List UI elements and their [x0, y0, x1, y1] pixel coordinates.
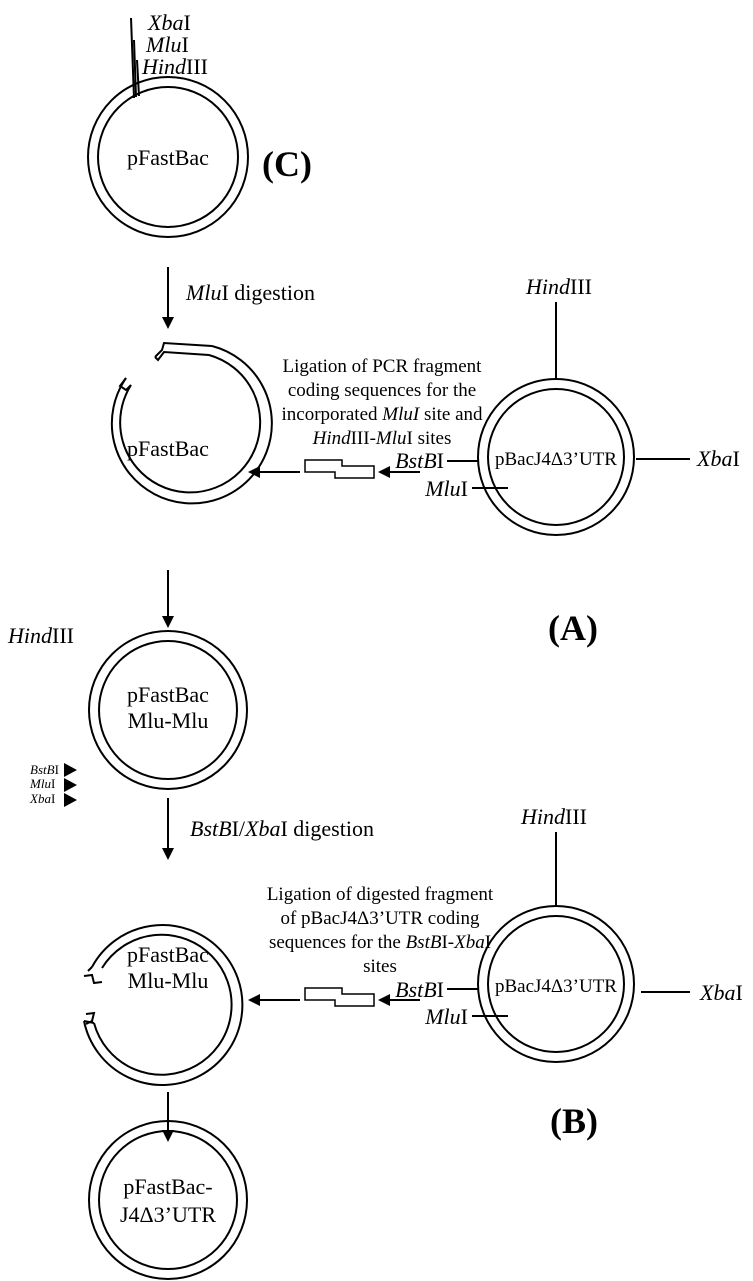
ligation-1-line4: HindIII-MluI sites [312, 428, 452, 449]
final-plasmid-label-line1: pFastBac- [123, 1174, 212, 1199]
ligation-2-line2: of pBacJ4Δ3’UTR coding [280, 908, 480, 929]
xbai-site-line [130, 17, 135, 99]
intermediate-mlui: MluI [29, 776, 55, 791]
opened-plasmid-1: pFastBac [110, 341, 273, 505]
donor-b-mlui: MluI [424, 1004, 468, 1029]
mlui-site-line [133, 39, 137, 98]
digested-fragment-2 [248, 987, 420, 1007]
donor-b-xbai: XbaI [699, 980, 743, 1005]
opened-plasmid-2: pFastBac Mlu-Mlu [83, 924, 244, 1086]
donor-a-xbai: XbaI [696, 446, 740, 471]
top-site-hindiii: HindIII [141, 54, 208, 79]
top-plasmid: pFastBac XbaI MluI HindIII [87, 10, 249, 238]
ligation-2-line4: sites [363, 956, 397, 977]
intermediate-plasmid: pFastBac Mlu-Mlu HindIII BstBI MluI XbaI [7, 623, 248, 807]
site-markers-icon [64, 763, 77, 807]
intermediate-xbai: XbaI [29, 791, 55, 806]
top-site-mlui: MluI [145, 32, 189, 57]
top-site-xbai: XbaI [147, 10, 191, 35]
panel-label-a: (A) [548, 608, 598, 648]
top-plasmid-label: pFastBac [127, 145, 209, 170]
opened-plasmid-1-label: pFastBac [127, 436, 209, 461]
donor-a-hindiii: HindIII [525, 274, 592, 299]
panel-label-c: (C) [262, 144, 312, 184]
intermediate-label-line1: pFastBac [127, 682, 209, 707]
panel-label-b: (B) [550, 1101, 598, 1141]
intermediate-bstbi: BstBI [30, 762, 59, 777]
final-plasmid: pFastBac- J4Δ3’UTR [88, 1120, 248, 1280]
final-plasmid-label-line2: J4Δ3’UTR [120, 1202, 216, 1227]
donor-b-bstbi: BstBI [395, 977, 444, 1002]
donor-b-label: pBacJ4Δ3’UTR [495, 976, 617, 997]
intermediate-label-line2: Mlu-Mlu [128, 708, 209, 733]
ligation-2-line3: sequences for the BstBI-XbaI [269, 932, 491, 953]
step2-label: BstBI/XbaI digestion [190, 816, 374, 841]
ligation-1-line3: incorporated MluI site and [281, 404, 483, 425]
donor-a-bstbi: BstBI [395, 448, 444, 473]
donor-plasmid-a: pBacJ4Δ3’UTR HindIII BstBI MluI XbaI [395, 274, 740, 536]
hindiii-site-line [136, 59, 140, 97]
ligation-2-line1: Ligation of digested fragment [267, 884, 494, 905]
donor-a-label: pBacJ4Δ3’UTR [495, 449, 617, 470]
pcr-fragment-1 [248, 459, 420, 479]
opened-plasmid-2-label-line2: Mlu-Mlu [128, 968, 209, 993]
intermediate-hindiii: HindIII [7, 623, 74, 648]
step1-label: MluI digestion [185, 280, 315, 305]
opened-plasmid-2-label-line1: pFastBac [127, 942, 209, 967]
ligation-1-line2: coding sequences for the [288, 380, 476, 401]
donor-a-mlui: MluI [424, 476, 468, 501]
ligation-1-text: Ligation of PCR fragment coding sequence… [281, 356, 483, 449]
donor-b-hindiii: HindIII [520, 804, 587, 829]
donor-plasmid-b: pBacJ4Δ3’UTR HindIII BstBI MluI XbaI [395, 804, 743, 1063]
fragment-1-shape [304, 459, 375, 479]
ligation-2-text: Ligation of digested fragment of pBacJ4Δ… [267, 884, 494, 977]
ligation-1-line1: Ligation of PCR fragment [283, 356, 483, 377]
fragment-2-shape [304, 987, 375, 1007]
